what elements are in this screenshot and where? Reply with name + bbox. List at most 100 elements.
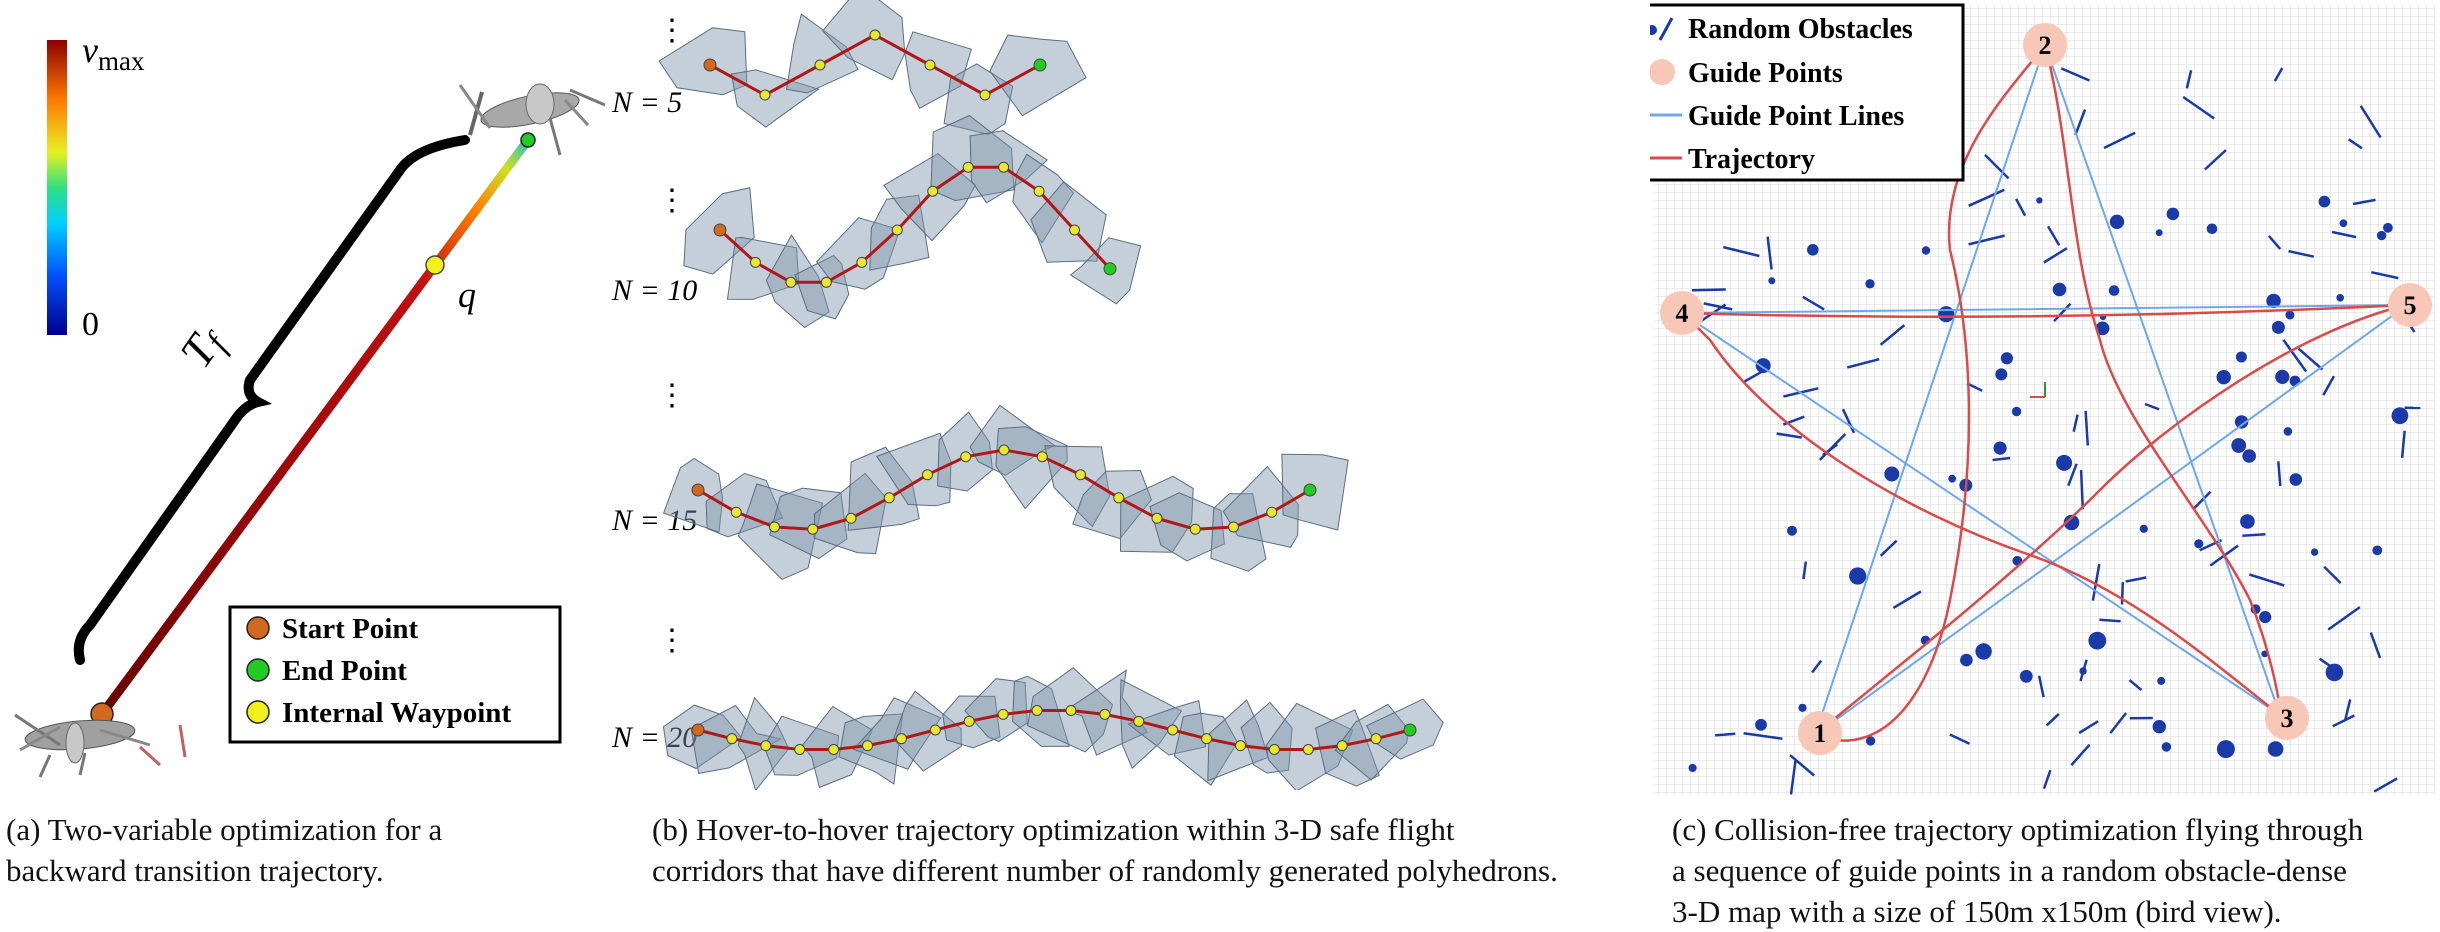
legend-waypoint-label: Internal Waypoint: [282, 697, 511, 729]
obstacle-cylinder: [2240, 514, 2255, 529]
aircraft-bottom-icon: [15, 715, 185, 777]
corridor-start-point: [704, 59, 716, 71]
obstacle-cylinder: [1960, 654, 1973, 667]
obstacle-cylinder: [1755, 719, 1767, 731]
corridor-waypoint: [961, 452, 971, 462]
corridor-waypoint: [1303, 744, 1313, 754]
obstacle-cylinder: [1689, 764, 1697, 772]
corridor-waypoint: [857, 257, 867, 267]
caption-b: (b) Hover-to-hover trajectory optimizati…: [652, 809, 1652, 891]
guide-point-1: 1: [1798, 711, 1842, 755]
corridor-waypoint: [870, 30, 880, 40]
panel-a-figure: vmax 0 Tf q Start Point End Point Intern…: [0, 0, 620, 790]
svg-text:4: 4: [1676, 299, 1689, 328]
legend-guide-label: Guide Points: [1688, 58, 1843, 89]
obstacle-cylinder: [2167, 208, 2180, 221]
corridor-waypoint: [884, 493, 894, 503]
corridor-waypoint: [1100, 709, 1110, 719]
guide-point-3: 3: [2265, 696, 2309, 740]
obstacle-wall: [1692, 290, 1726, 291]
svg-text:5: 5: [2404, 291, 2417, 320]
caption-b-line-2: corridors that have different number of …: [652, 850, 1652, 891]
corridor-waypoint: [1076, 470, 1086, 480]
corridor-start-point: [692, 724, 704, 736]
legend-guide-marker: [1650, 59, 1675, 85]
obstacle-cylinder: [2336, 294, 2344, 302]
corridor-waypoint: [963, 162, 973, 172]
corridor-waypoint: [1034, 186, 1044, 196]
legend-end-marker: [247, 659, 269, 681]
obstacle-cylinder: [2140, 525, 2148, 533]
dots-2: ⋮: [657, 184, 687, 217]
obstacle-cylinder: [2157, 677, 2165, 685]
legend-start-marker: [247, 617, 269, 639]
obstacle-cylinder: [2377, 231, 2386, 240]
corridor-waypoint: [760, 90, 770, 100]
corridor-end-point: [1034, 59, 1046, 71]
svg-text:2: 2: [2039, 31, 2052, 60]
obstacle-cylinder: [1768, 277, 1775, 284]
obstacle-cylinder: [2001, 352, 2013, 364]
caption-c-line-1: (c) Collision-free trajectory optimizati…: [1672, 809, 2432, 850]
corridor-waypoint: [1037, 452, 1047, 462]
corridor-waypoint: [925, 60, 935, 70]
caption-a: (a) Two-variable optimization for a back…: [6, 809, 606, 891]
panel-b-figure: ⋮ N = 5 ⋮ N = 10 ⋮ N = 15 ⋮ N = 20: [600, 0, 1650, 790]
corridor-waypoint: [998, 709, 1008, 719]
corridor-waypoint: [896, 734, 906, 744]
obstacle-wall: [1715, 734, 1735, 736]
corridor-waypoint: [1371, 734, 1381, 744]
corridor-waypoint: [786, 277, 796, 287]
corridor-waypoint: [1337, 741, 1347, 751]
obstacle-wall: [2081, 470, 2083, 509]
corridor-start-point: [714, 224, 726, 236]
corridor-start-point: [692, 484, 704, 496]
obstacle-cylinder: [1948, 475, 1956, 483]
caption-c-line-3: 3-D map with a size of 150m x150m (bird …: [1672, 891, 2432, 932]
corridor-waypoint: [1235, 741, 1245, 751]
obstacle-cylinder: [2231, 438, 2246, 453]
obstacle-cylinder: [2242, 449, 2256, 463]
colorbar-max-label: vmax: [82, 30, 145, 76]
brace-label: Tf: [170, 315, 238, 379]
obstacle-cylinder: [2272, 321, 2285, 334]
obstacle-cylinder: [1884, 467, 1899, 482]
corridor-waypoint: [1269, 744, 1279, 754]
corridor-waypoint: [1070, 225, 1080, 235]
obstacle-cylinder: [2217, 370, 2231, 384]
obstacle-cylinder: [2392, 407, 2409, 424]
corridor-waypoint: [795, 744, 805, 754]
obstacle-cylinder: [2311, 548, 2318, 555]
guide-point-4: 4: [1660, 291, 1704, 335]
obstacle-cylinder: [2053, 283, 2067, 297]
corridor-waypoint: [928, 186, 938, 196]
corridor-waypoint: [1202, 734, 1212, 744]
corridor-waypoint: [731, 507, 741, 517]
caption-c-line-2: a sequence of guide points in a random o…: [1672, 850, 2432, 891]
obstacle-cylinder: [1865, 279, 1874, 288]
corridor-waypoint: [923, 470, 933, 480]
legend-end-label: End Point: [282, 655, 407, 687]
obstacle-cylinder: [2110, 215, 2124, 229]
end-point: [521, 133, 535, 147]
corridor-waypoint: [1152, 513, 1162, 523]
guide-point-5: 5: [2388, 283, 2432, 327]
obstacle-cylinder: [2372, 546, 2382, 556]
obstacle-cylinder: [2056, 455, 2072, 471]
obstacle-cylinder: [1922, 246, 1930, 254]
obstacle-cylinder: [2156, 229, 2163, 236]
colorbar: [47, 40, 67, 335]
row-label-n10: N = 10: [611, 274, 697, 307]
obstacle-cylinder: [2236, 352, 2247, 363]
legend-start-label: Start Point: [282, 613, 418, 645]
obstacle-cylinder: [2340, 219, 2348, 227]
dots-4: ⋮: [657, 624, 687, 657]
dots-3: ⋮: [657, 379, 687, 412]
obstacle-wall: [2122, 582, 2123, 604]
legend-waypoint-marker: [247, 701, 269, 723]
q-label: q: [458, 275, 476, 315]
corridor-waypoint: [1229, 522, 1239, 532]
row-label-n5: N = 5: [611, 86, 682, 119]
obstacle-cylinder: [2162, 742, 2172, 752]
corridor-waypoint: [892, 225, 902, 235]
